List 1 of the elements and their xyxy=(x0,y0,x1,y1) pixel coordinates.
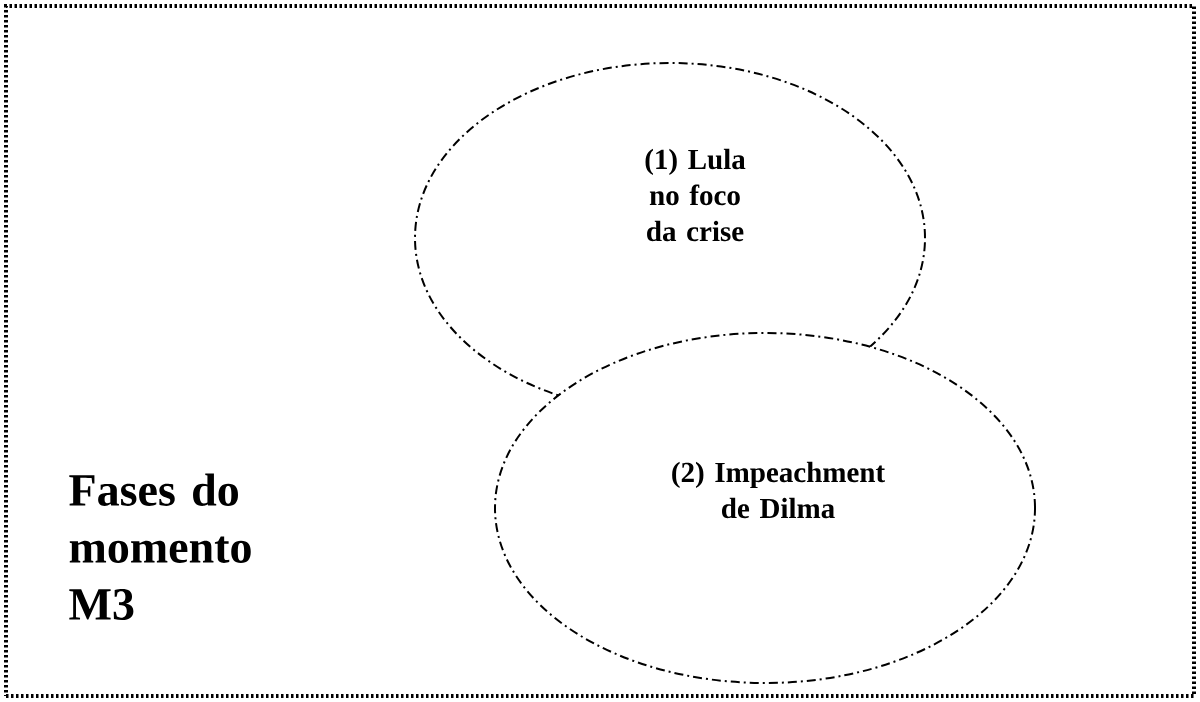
node-label: (2) Impeachment de Dilma xyxy=(672,461,885,519)
